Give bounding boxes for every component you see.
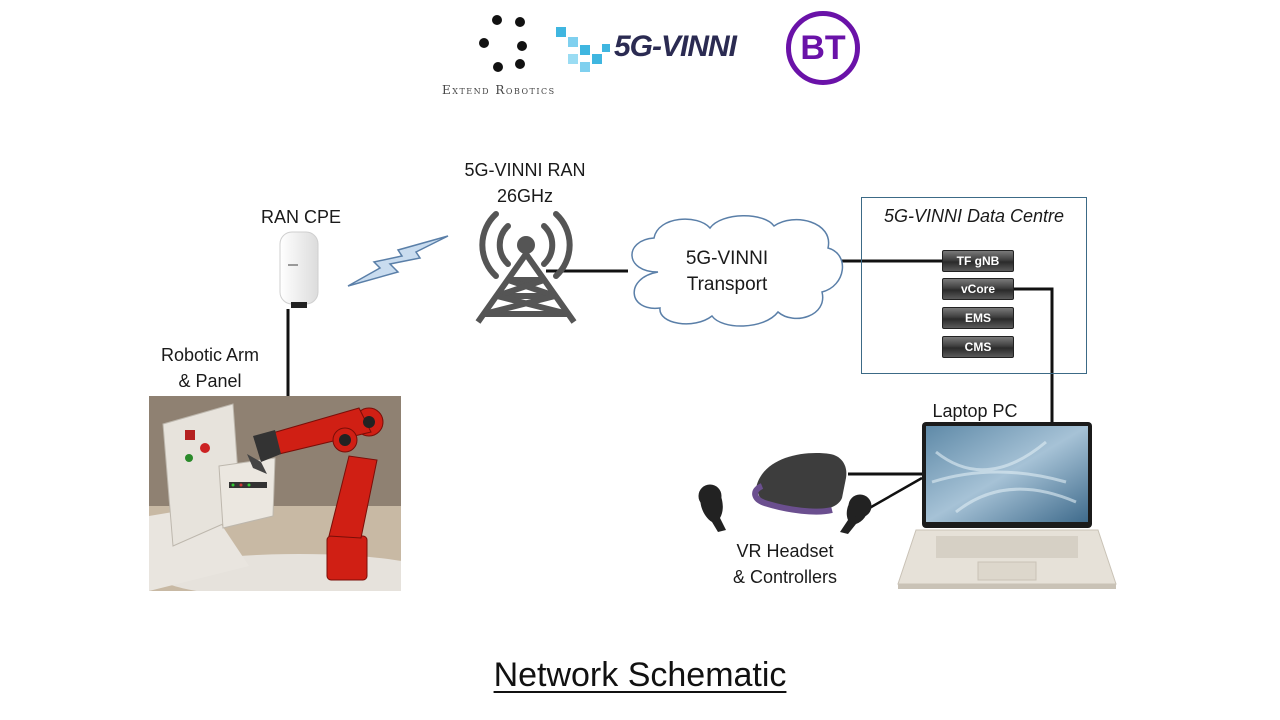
server-ems: EMS <box>942 307 1014 329</box>
ran-cpe-device-icon <box>279 231 319 308</box>
ran-label-line1: 5G-VINNI RAN <box>464 160 586 180</box>
diagram-title: Network Schematic <box>493 656 787 694</box>
laptop-label: Laptop PC <box>932 401 1018 421</box>
server-cms: CMS <box>942 336 1014 358</box>
bt-logo: BT <box>786 11 860 85</box>
laptop-icon <box>897 422 1117 589</box>
transport-label-line2: Transport <box>686 274 768 295</box>
vr-headset-icon <box>698 453 872 534</box>
data-centre-title: 5G-VINNI Data Centre <box>883 206 1065 226</box>
ran-label-line2: 26GHz <box>496 186 554 206</box>
controller-to-laptop-line <box>865 476 923 512</box>
robot-label-line2: & Panel <box>178 371 242 391</box>
server-tf-gnb: TF gNB <box>942 250 1014 272</box>
data-centre-box: 5G-VINNI Data Centre TF gNB vCore EMS CM… <box>861 197 1087 374</box>
vr-label-line2: & Controllers <box>732 567 838 587</box>
ran-cpe-label: RAN CPE <box>260 207 341 227</box>
cell-tower-icon <box>475 211 577 324</box>
server-vcore: vCore <box>942 278 1014 300</box>
vinni-pixel-icon <box>556 27 610 72</box>
extend-robotics-wordmark: Extend Robotics <box>442 83 556 97</box>
robotic-arm-photo <box>149 396 401 591</box>
extend-robotics-dots-icon <box>479 15 527 72</box>
transport-label-line1: 5G-VINNI <box>685 248 769 269</box>
vr-label-line1: VR Headset <box>736 541 834 561</box>
wireless-link-bolt-icon <box>347 235 449 287</box>
robot-label-line1: Robotic Arm <box>160 345 260 365</box>
transport-cloud-icon <box>631 215 844 327</box>
vinni-wordmark: 5G-VINNI <box>614 30 737 63</box>
vcore-to-laptop-line <box>1014 287 1054 424</box>
